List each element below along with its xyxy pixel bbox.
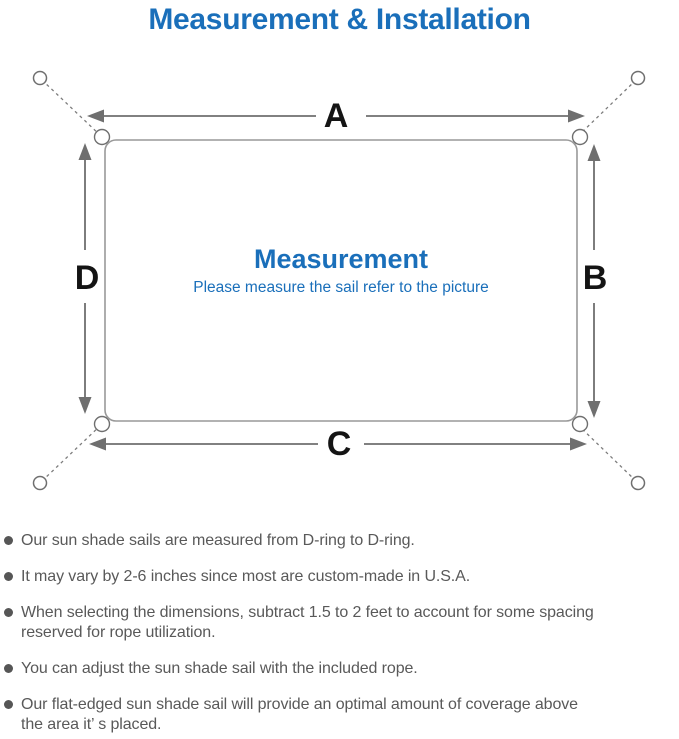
- d-ring-bottom-right-icon: [571, 415, 589, 433]
- dim-arrow-a: [87, 109, 585, 123]
- dim-label-d: D: [75, 259, 100, 297]
- anchor-point-bottom-right-icon: [630, 475, 646, 491]
- d-ring-top-right-icon: [571, 128, 589, 146]
- bullet-icon: [4, 664, 13, 673]
- note-text: Our flat-edged sun shade sail will provi…: [21, 696, 578, 733]
- dim-label-a: A: [324, 97, 349, 135]
- note-item: When selecting the dimensions, subtract …: [4, 603, 676, 643]
- rope-dashed-lines: [41, 79, 637, 482]
- note-item: It may vary by 2-6 inches since most are…: [4, 567, 676, 587]
- note-text: You can adjust the sun shade sail with t…: [21, 660, 418, 677]
- note-item: Our flat-edged sun shade sail will provi…: [4, 695, 676, 735]
- bullet-icon: [4, 700, 13, 709]
- page-title: Measurement & Installation: [148, 3, 531, 36]
- rope-line-top-right: [577, 79, 637, 137]
- diagram-center-subtitle: Please measure the sail refer to the pic…: [193, 279, 489, 296]
- anchor-point-top-left-icon: [32, 70, 48, 86]
- dim-arrow-b: [587, 144, 601, 418]
- dim-arrow-c: [89, 437, 587, 451]
- note-text: When selecting the dimensions, subtract …: [21, 604, 594, 641]
- note-item: Our sun shade sails are measured from D-…: [4, 531, 676, 551]
- dim-arrow-d: [78, 143, 92, 414]
- d-ring-bottom-left-icon: [93, 415, 111, 433]
- rope-line-bottom-right: [577, 424, 637, 482]
- bullet-icon: [4, 608, 13, 617]
- anchor-point-top-right-icon: [630, 70, 646, 86]
- d-rings: [93, 128, 589, 433]
- anchor-point-bottom-left-icon: [32, 475, 48, 491]
- dimension-arrows: [78, 109, 601, 451]
- measurement-diagram: A C D B Measurement Please measure the s…: [32, 70, 646, 491]
- d-ring-top-left-icon: [93, 128, 111, 146]
- rope-line-bottom-left: [41, 424, 102, 482]
- dim-label-b: B: [583, 259, 608, 297]
- sail-outline: [104, 139, 578, 422]
- note-text: It may vary by 2-6 inches since most are…: [21, 568, 471, 585]
- rope-line-top-left: [41, 79, 102, 137]
- note-text: Our sun shade sails are measured from D-…: [21, 532, 415, 549]
- anchor-points: [32, 70, 646, 491]
- notes-list: Our sun shade sails are measured from D-…: [4, 531, 676, 739]
- dim-label-c: C: [327, 425, 352, 463]
- bullet-icon: [4, 572, 13, 581]
- bullet-icon: [4, 536, 13, 545]
- diagram-center-title: Measurement: [254, 244, 428, 274]
- note-item: You can adjust the sun shade sail with t…: [4, 659, 676, 679]
